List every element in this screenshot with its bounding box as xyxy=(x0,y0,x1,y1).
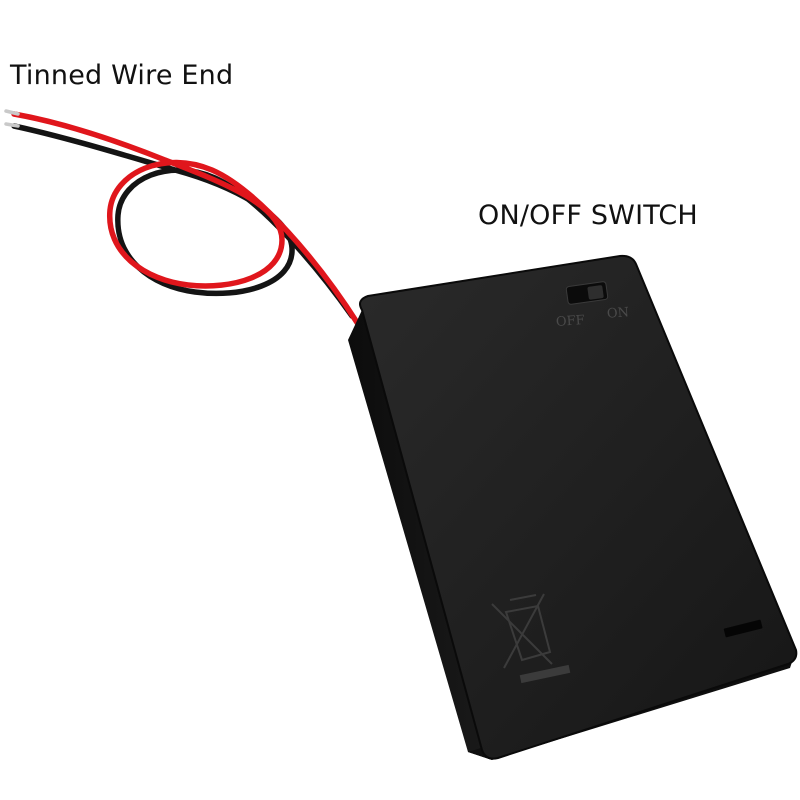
battery-case xyxy=(348,254,798,760)
tinned-tip-black xyxy=(4,122,20,128)
switch-off-marking: OFF xyxy=(555,313,586,330)
switch-knob xyxy=(587,285,604,300)
wire-end-label: Tinned Wire End xyxy=(10,60,234,91)
case-lid xyxy=(359,254,798,760)
lead-wires xyxy=(4,109,361,327)
black-wire xyxy=(11,123,355,319)
tinned-tip-red xyxy=(4,109,20,116)
recycle-bin-crossed-icon xyxy=(491,593,571,684)
vent-slot xyxy=(723,619,763,638)
switch-on-marking: ON xyxy=(606,305,630,322)
red-wire xyxy=(11,111,361,327)
switch-label: ON/OFF SWITCH xyxy=(478,200,698,231)
